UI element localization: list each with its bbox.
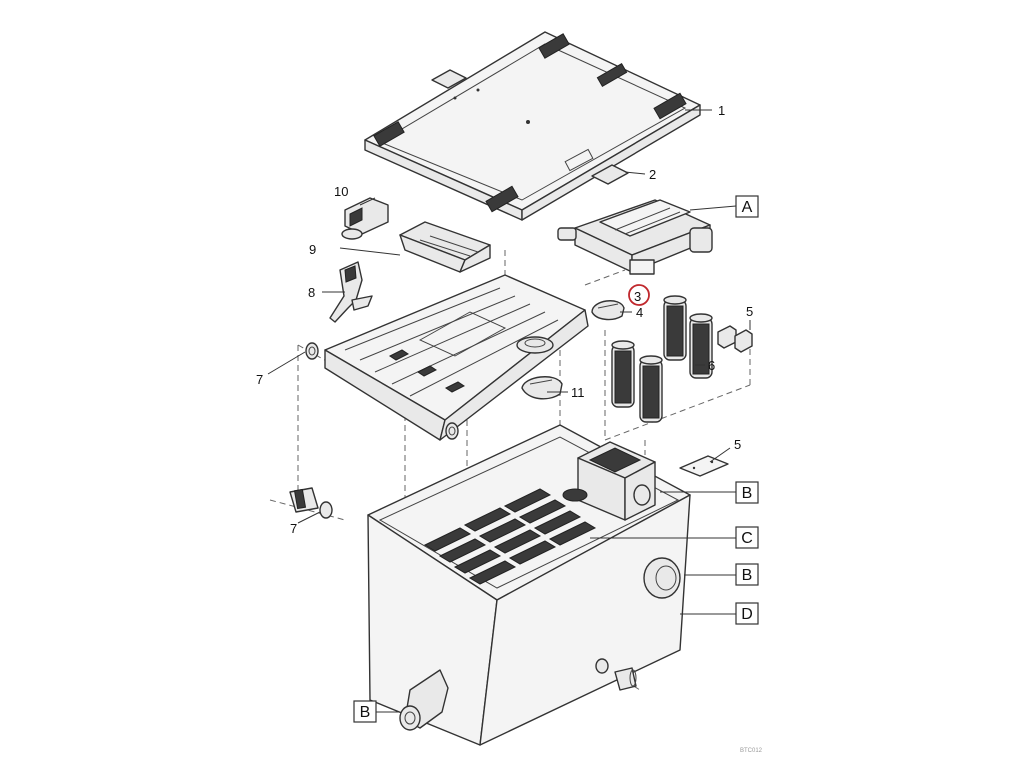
cartridge-3	[611, 340, 635, 408]
callout-2: 2	[649, 167, 656, 182]
box-B-upper: B	[735, 481, 759, 504]
callout-5-lower: 5	[734, 437, 741, 452]
callout-9: 9	[309, 242, 316, 257]
part-11	[521, 376, 563, 400]
part-inlet-connector	[643, 557, 681, 599]
cartridge-2	[689, 313, 713, 379]
part-6-cartridges	[611, 295, 713, 423]
box-B-right-label: B	[742, 567, 753, 584]
part-brush-grid	[423, 488, 597, 585]
callout-11: 11	[571, 385, 585, 400]
box-D-label: D	[741, 606, 753, 623]
callout-6: 6	[708, 358, 715, 373]
part-5-upper	[717, 325, 753, 353]
box-B-bottom: B	[353, 700, 377, 723]
leader-lines	[267, 109, 751, 713]
part-7-lower	[289, 487, 333, 519]
cartridge-4	[639, 355, 663, 423]
part-9	[399, 221, 491, 273]
box-A-label: A	[742, 199, 753, 216]
box-B-upper-label: B	[742, 485, 753, 502]
part-7-upper	[305, 342, 459, 440]
callout-8: 8	[308, 285, 315, 300]
box-D: D	[735, 602, 759, 625]
box-C: C	[735, 526, 759, 549]
callout-1: 1	[718, 103, 725, 118]
callout-7-upper: 7	[256, 372, 263, 387]
part-drain-fitting	[595, 658, 637, 691]
part-4	[591, 300, 625, 321]
callout-7-lower: 7	[290, 521, 297, 536]
highlight-circle-3	[628, 284, 650, 306]
box-C-label: C	[741, 530, 753, 547]
callout-10: 10	[334, 184, 348, 199]
part-lid	[364, 31, 701, 221]
part-valve-module	[562, 441, 656, 521]
callout-4: 4	[636, 305, 643, 320]
part-5-lower	[679, 455, 729, 477]
drawing-code: BTC012	[740, 748, 763, 754]
callout-3: 3	[634, 289, 641, 304]
box-B-bottom-label: B	[360, 704, 371, 721]
part-outlet-valve	[399, 669, 449, 731]
callout-numbers: 1 2 3 4 5 6 7 8 9 10 11 5 7	[256, 103, 753, 536]
cartridge-1	[663, 295, 687, 361]
part-10	[341, 197, 389, 240]
box-A: A	[735, 195, 759, 218]
box-B-right: B	[735, 563, 759, 586]
part-uvc-unit	[557, 199, 713, 275]
part-8	[329, 261, 373, 323]
callout-boxes: A B C B D B	[353, 195, 759, 723]
callout-5-upper: 5	[746, 304, 753, 319]
part-filter-tray	[324, 274, 589, 441]
